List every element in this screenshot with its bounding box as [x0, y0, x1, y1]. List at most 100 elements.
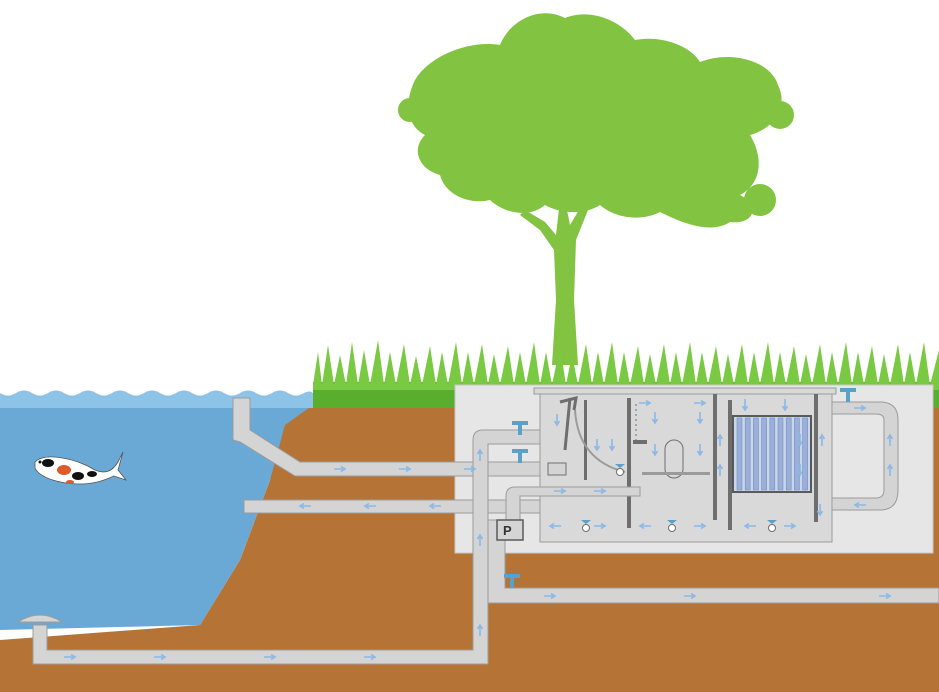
flow-arrow	[593, 439, 601, 452]
valve-icon	[512, 421, 528, 435]
koi-spot	[42, 459, 54, 467]
vortex-stand	[547, 462, 567, 476]
flow-arrow	[696, 412, 704, 425]
flow-arrow	[639, 399, 652, 407]
flow-arrow	[608, 439, 616, 452]
valve-icon	[840, 388, 856, 402]
valves	[504, 388, 856, 588]
tree-leaf-cluster	[766, 101, 794, 129]
tree-trunk	[520, 172, 604, 365]
flow-arrow	[548, 522, 561, 530]
flow-arrow	[651, 444, 659, 457]
valve-handle	[504, 574, 520, 578]
settlement-window	[664, 439, 684, 479]
koi-spot	[57, 465, 71, 475]
waste-outlet-pipe	[243, 499, 541, 514]
valve-icon	[504, 574, 520, 588]
chamber-wall	[713, 394, 717, 520]
flow-arrow	[853, 501, 866, 509]
chamber-wall	[627, 398, 631, 528]
skimmer-pipe	[232, 397, 541, 477]
koi-fish	[34, 451, 128, 485]
vortex-cone	[574, 409, 626, 473]
flow-arrow	[594, 522, 607, 530]
flow-arrow	[476, 448, 484, 461]
flow-arrows	[64, 399, 894, 661]
flow-arrow	[476, 623, 484, 636]
flow-arrow	[154, 653, 167, 661]
flow-arrow	[428, 502, 441, 510]
flow-arrow	[651, 412, 659, 425]
flow-arrow	[399, 465, 412, 473]
vortex-inlet	[559, 395, 578, 451]
pump-body	[496, 519, 524, 541]
flow-arrow	[818, 433, 826, 446]
air-stone	[616, 468, 624, 476]
flow-arrow	[554, 487, 567, 495]
media-filter	[732, 415, 812, 493]
flow-arrow	[879, 592, 892, 600]
chamber-wall	[584, 400, 587, 480]
flow-arrow	[743, 522, 756, 530]
air-stone	[768, 524, 776, 532]
flow-arrow	[886, 433, 894, 446]
flow-arrow	[553, 414, 561, 427]
flow-arrow	[696, 444, 704, 457]
valve-icon	[512, 449, 528, 463]
media-slat	[794, 417, 800, 491]
media-slat	[777, 417, 784, 491]
flow-arrow	[886, 463, 894, 476]
valve-stem	[846, 392, 850, 402]
koi-eye	[38, 460, 42, 464]
flow-arrow	[264, 653, 277, 661]
flow-arrow	[684, 592, 697, 600]
air-stone	[668, 524, 676, 532]
flow-arrow	[716, 433, 724, 446]
media-slat	[802, 417, 808, 491]
valve-stem	[518, 453, 522, 463]
flow-arrow	[816, 504, 824, 517]
media-slat	[761, 417, 767, 491]
flow-arrow	[796, 434, 804, 447]
chamber-wall	[728, 400, 732, 530]
bottom-drain	[16, 614, 64, 623]
koi-spot	[87, 471, 97, 477]
flow-arrow	[594, 487, 607, 495]
flow-arrow	[476, 533, 484, 546]
grass-blades	[313, 340, 939, 390]
flow-arrow	[363, 502, 376, 510]
air-stone-cap	[667, 520, 677, 524]
flow-arrow	[298, 502, 311, 510]
air-stone-cap	[581, 520, 591, 524]
flow-arrow	[784, 522, 797, 530]
pond-water	[0, 398, 313, 630]
bottom-drain-pipe	[32, 429, 541, 665]
flow-arrow	[334, 465, 347, 473]
chamber-wall	[814, 394, 818, 522]
flow-arrow	[694, 522, 707, 530]
uv-return-loop	[831, 401, 899, 511]
air-stones	[581, 464, 777, 532]
media-slat	[769, 417, 776, 491]
pump: P	[496, 519, 524, 541]
air-stone-cap	[767, 520, 777, 524]
media-slat	[736, 417, 743, 491]
filter-lid	[533, 387, 837, 395]
flow-arrow	[694, 399, 707, 407]
flow-arrow	[854, 404, 867, 412]
tree	[398, 13, 794, 365]
flow-arrow	[741, 399, 749, 412]
valve-stem	[518, 425, 522, 435]
flow-arrow	[781, 399, 789, 412]
valve-handle	[512, 421, 528, 425]
media-slat	[753, 417, 759, 491]
koi-spot	[72, 472, 84, 480]
air-connector	[633, 440, 647, 444]
koi-spot	[66, 480, 74, 484]
air-stone	[582, 524, 590, 532]
flow-arrow	[796, 464, 804, 477]
tree-leaf-cluster	[398, 98, 422, 122]
flow-arrow	[464, 465, 477, 473]
flow-arrow	[64, 653, 77, 661]
